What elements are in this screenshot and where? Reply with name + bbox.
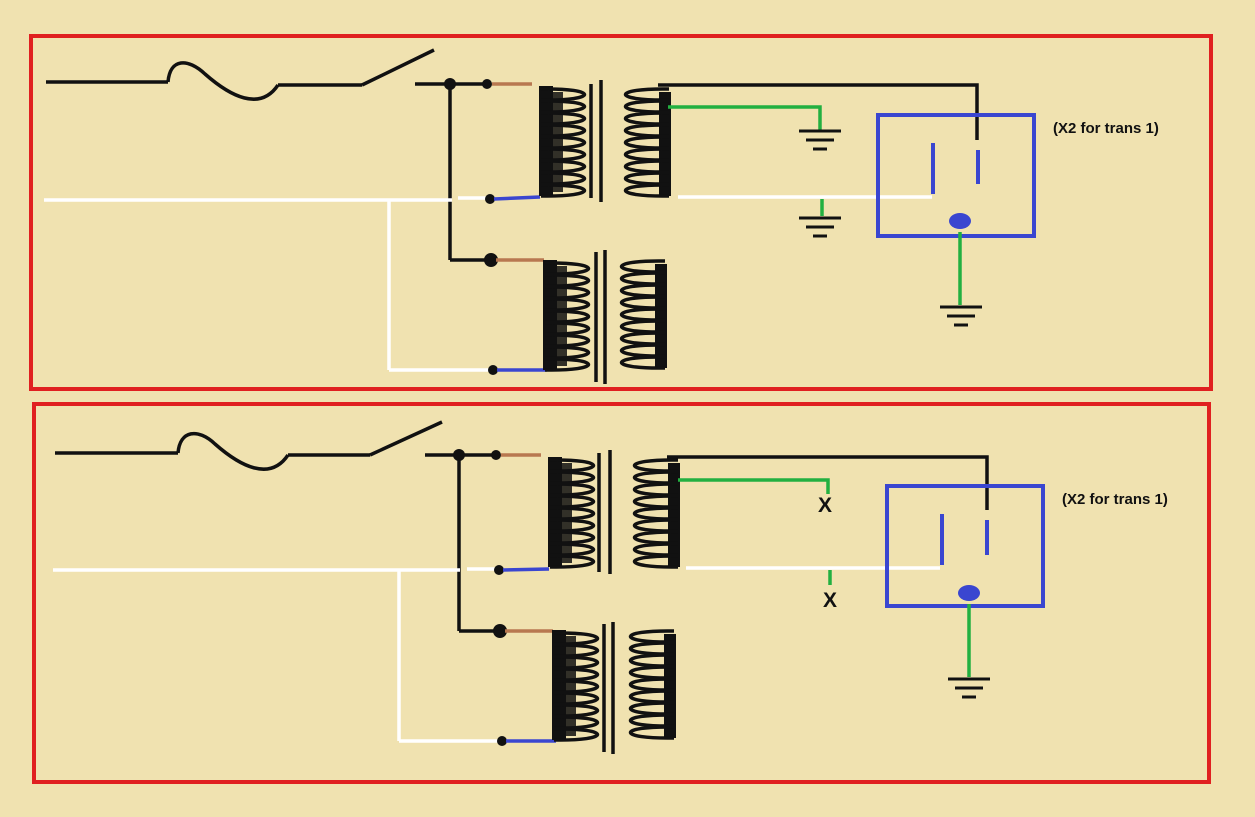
transformer-1: [546, 450, 682, 574]
fuse-symbol: [176, 431, 290, 471]
neutral-wire: [44, 196, 490, 372]
outlet-icon: [885, 484, 1045, 608]
terminal-dot: [497, 736, 507, 746]
secondary-hot-wire: [667, 455, 989, 510]
ground-icon: [946, 677, 992, 699]
transformer-2: [550, 622, 678, 754]
junction-dot: [444, 78, 456, 90]
open-mark: X: [818, 494, 832, 517]
switch-blade: [361, 48, 435, 87]
outlet-icon: [876, 113, 1036, 238]
neutral-wire: [53, 567, 498, 743]
panel-note: (X2 for trans 1): [1053, 120, 1159, 137]
transformer-2: [541, 250, 669, 384]
neutral-lead: [493, 195, 541, 201]
neutral-lead: [502, 567, 550, 572]
transformer-1: [537, 80, 673, 202]
secondary-ground-wire: [678, 478, 830, 494]
hot-wire: [46, 48, 492, 262]
panel-note: (X2 for trans 1): [1062, 491, 1168, 508]
fuse-symbol: [166, 61, 280, 101]
switch-blade: [369, 420, 443, 457]
terminal-dot: [485, 194, 495, 204]
ground-icon: [938, 305, 984, 327]
terminal-dot: [488, 365, 498, 375]
junction-dot: [453, 449, 465, 461]
terminal-dot: [491, 450, 501, 460]
ground-icon: [797, 216, 843, 238]
terminal-dot: [484, 253, 498, 267]
ground-icon: [797, 129, 843, 151]
panel-frame: [29, 34, 1213, 391]
panel-floating-secondary: X X (X2 for trans 1): [32, 402, 1211, 784]
secondary-ground-wire: [668, 105, 822, 130]
terminal-dot: [493, 624, 507, 638]
panel-grounded-secondary: (X2 for trans 1): [29, 34, 1213, 391]
terminal-dot: [482, 79, 492, 89]
hot-wire: [55, 420, 500, 633]
secondary-hot-wire: [658, 83, 979, 140]
panel-frame: [32, 402, 1211, 784]
terminal-dot: [494, 565, 504, 575]
open-mark: X: [823, 589, 837, 612]
